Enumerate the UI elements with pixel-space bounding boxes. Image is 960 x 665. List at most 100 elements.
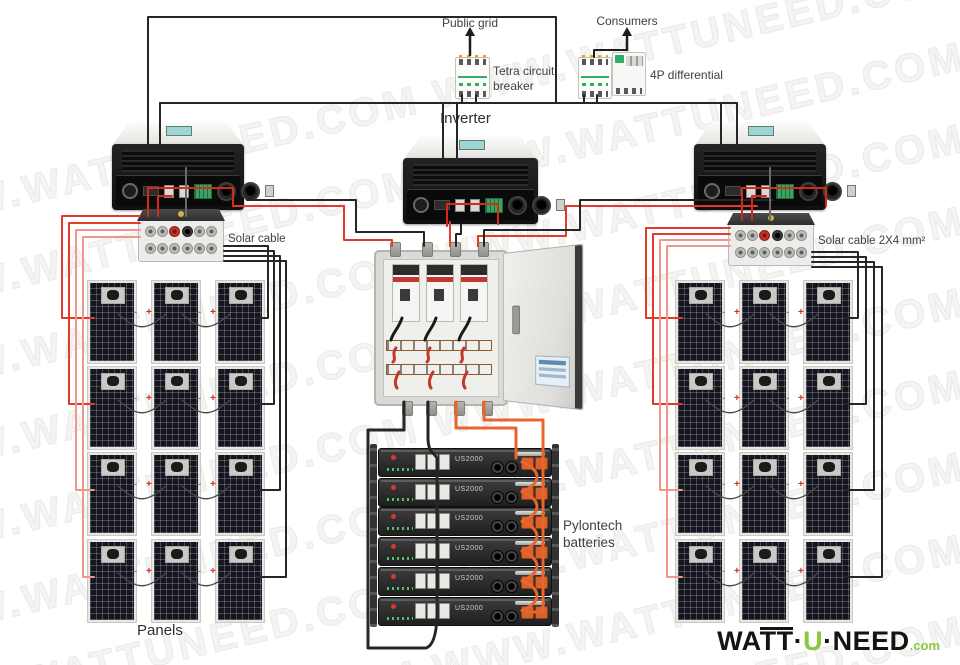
inverter-vents [413,164,528,186]
panels-label: Panels [137,622,183,639]
consumers-breaker-icon [578,55,612,99]
battery-plus-terminal [521,516,534,530]
ac-round-connector-icon [704,183,720,199]
inverter-ports [116,175,274,206]
inverter-lid [403,136,538,160]
battery-plus-terminal [535,486,548,500]
junction-led [768,215,774,221]
tetra-circuit-breaker-icon [455,55,490,99]
plus-sign: + [798,307,804,318]
mc4-connector-icon [205,226,217,237]
mc4-connector-icon [181,243,193,254]
plus-sign: + [798,566,804,577]
minus-sign: - [722,307,726,318]
minus-sign: - [198,393,202,404]
cable-gland [422,242,433,257]
battery-plus-terminal [535,546,548,560]
panel-junction-box [753,459,777,476]
battery-unit: US2000 [378,507,552,537]
mc4-connector-icon [759,247,771,258]
green-badge [615,55,624,63]
panel-junction-box [689,459,713,476]
mc4-connector-icon [747,230,759,241]
minus-sign: - [134,393,138,404]
mc4-connector-icon [771,230,783,241]
battery-unit: US2000 [378,596,552,626]
inverter-lid [112,122,244,146]
battery-plus-terminal [521,486,534,500]
mc4-connector-icon [145,226,156,237]
breaker-terminals-top [459,59,486,65]
panel-junction-box [165,459,189,476]
minus-sign: - [786,393,790,404]
solar-panel [88,367,136,449]
solar-panel [740,453,788,535]
solar-panel [152,367,200,449]
solar-cable-left-label: Solar cable [228,233,286,245]
port-slot-icon [725,186,741,196]
door-handle-icon [512,305,521,335]
pv-terminal-block-icon [194,183,212,199]
dc-breaker-icon [392,264,420,322]
plus-sign: + [734,566,740,577]
pv-terminal-block-icon [776,183,794,199]
toggle-levers [626,56,643,66]
panel-junction-box [101,546,125,563]
panel-junction-box [753,546,777,563]
logo-dot: · [793,626,804,656]
inverter-lid [694,122,826,146]
battery-unit: US2000 [378,477,552,507]
mc4-connector-icon [735,247,746,258]
power-switch-icon [265,185,274,197]
plus-sign: + [734,307,740,318]
rack-rail-right [552,444,559,627]
plus-sign: + [734,393,740,404]
panel-junction-box [753,373,777,390]
plus-sign: + [146,307,152,318]
mc4-connector-icon [145,243,156,254]
mc4-connector-icon [193,243,205,254]
inverter-left [112,122,274,210]
inverter-vents [122,150,234,172]
mc4-connector-icon [157,226,169,237]
panel-junction-box [689,373,713,390]
panel-junction-box [817,373,841,390]
plus-sign: + [734,479,740,490]
plus-sign: + [210,393,216,404]
dc-breaker-icon [426,264,454,322]
cable-gland [402,401,413,416]
cable-gland [478,242,489,257]
minus-sign: - [134,307,138,318]
battery-connector-icon [241,181,260,201]
solar-cable-junction-left [137,209,225,262]
solar-panel [152,453,200,535]
battery-plus-terminal [535,516,548,530]
mc4-connector-icon [735,230,746,241]
door-label-sticker [535,355,570,388]
solar-panel [676,367,724,449]
plus-sign: + [146,393,152,404]
inverter-display [748,126,774,136]
battery-connector-icon [532,195,551,215]
minus-sign: - [134,479,138,490]
inverter-body [694,144,856,210]
cable-gland [390,242,401,257]
solar-panel [152,540,200,622]
battery-connector-icon [217,181,236,201]
inverter-body [112,144,274,210]
rj45-port-icon [164,184,174,198]
logo-com: .com [909,638,940,653]
minus-sign: - [198,479,202,490]
port-slot-icon [143,186,159,196]
rj45-port-icon [179,184,189,198]
consumers-label: Consumers [596,14,658,28]
battery-unit: US2000 [378,448,552,477]
panel-junction-box [229,546,253,563]
battery-plus-terminal [521,605,534,619]
breaker-terminals-bottom [616,88,642,94]
solar-panel [88,281,136,363]
battery-model-label: US2000 [455,515,484,523]
junction-connectors-top [145,226,217,238]
breaker-terminal-screws [459,55,486,58]
